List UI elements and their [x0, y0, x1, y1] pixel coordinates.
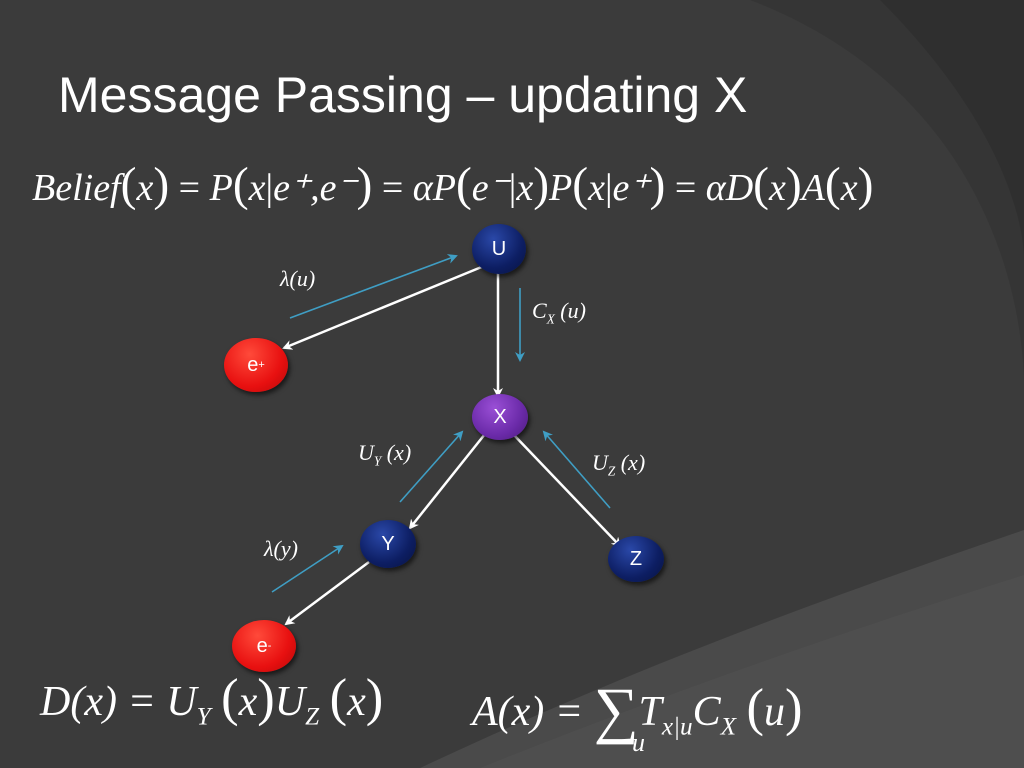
message-arrow-lambda-u	[289, 254, 458, 319]
sum-index: u	[632, 728, 645, 757]
d-formula: D(x) = UY (x)UZ (x)	[40, 669, 384, 731]
node-e-minus: e-	[232, 620, 296, 672]
belief-formula: Belief(x) = P(x|e⁺,e⁻) = αP(e⁻|x)P(x|e⁺)…	[32, 159, 874, 211]
message-arrow-uy-x	[399, 430, 464, 503]
label-cx-u: CX (u)	[532, 298, 586, 327]
label-uz-x: UZ (x)	[592, 450, 646, 479]
a-formula: A(x) = ∑Tx|uCX (u)	[472, 675, 803, 745]
edge-x-z	[512, 433, 622, 548]
node-u: U	[472, 224, 526, 274]
label-lambda-u: λ(u)	[280, 266, 316, 291]
node-x: X	[472, 394, 528, 440]
edge-u-e-plus	[282, 264, 485, 350]
background-arc	[880, 0, 1024, 260]
node-z: Z	[608, 536, 664, 582]
label-lambda-y: λ(y)	[264, 536, 298, 561]
background-arc	[750, 0, 1024, 380]
edge-x-y	[408, 433, 486, 530]
summation-symbol: ∑	[593, 675, 639, 745]
background-arc	[480, 575, 1024, 768]
slide-title: Message Passing – updating X	[58, 67, 748, 123]
message-arrow-uz-x	[542, 430, 611, 509]
message-arrow-lambda-y	[271, 544, 344, 593]
label-uy-x: UY (x)	[358, 440, 412, 469]
node-y: Y	[360, 520, 416, 568]
node-e-plus: e+	[224, 338, 288, 392]
belief-label: Belief	[32, 167, 121, 209]
edge-y-e-minus	[284, 560, 370, 626]
